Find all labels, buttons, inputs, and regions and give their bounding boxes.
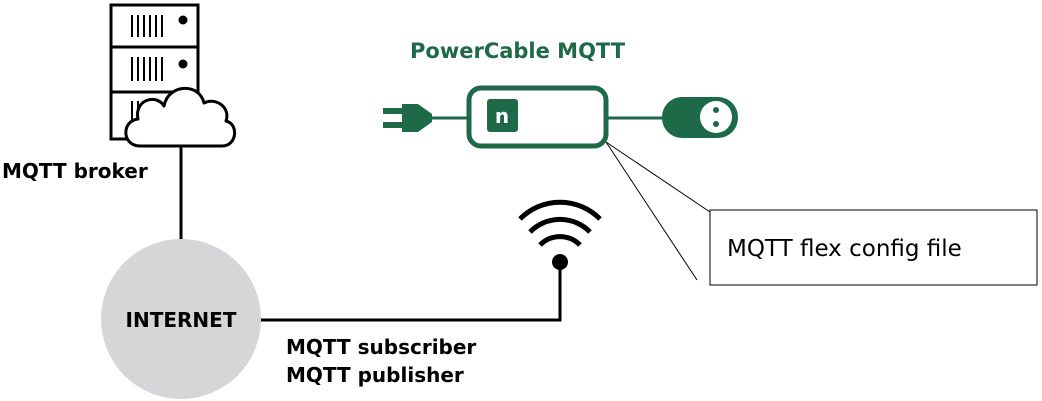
power-socket-icon — [662, 97, 738, 138]
device-title: PowerCable MQTT — [410, 39, 626, 63]
subscriber-label: MQTT subscriber — [286, 335, 476, 359]
power-plug-icon — [383, 104, 432, 132]
device-logo: n — [495, 104, 509, 128]
cloud-icon — [124, 86, 236, 148]
client-link — [261, 265, 562, 322]
publisher-label: MQTT publisher — [286, 363, 464, 387]
internet-label: INTERNET — [126, 308, 237, 332]
callout-pointer — [605, 141, 711, 281]
config-file-callout: MQTT flex config file — [709, 209, 1038, 286]
wifi-icon — [518, 199, 602, 270]
broker-label: MQTT broker — [2, 159, 148, 183]
powercable-device: n — [383, 85, 738, 149]
internet-cloud — [101, 239, 261, 399]
callout-text: MQTT flex config file — [727, 236, 962, 262]
